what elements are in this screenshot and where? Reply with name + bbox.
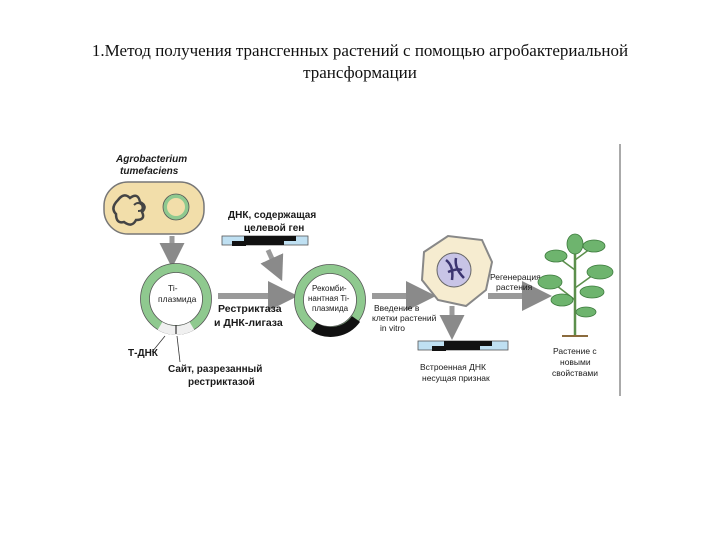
target-gene-dna	[221, 235, 309, 246]
bacterium-name-2: tumefaciens	[120, 166, 179, 177]
tdna-pointer	[151, 335, 166, 353]
agrobacterium-cell	[103, 181, 205, 235]
embedded-label-1: Встроенная ДНК	[420, 362, 486, 372]
embedded-dna	[417, 340, 509, 351]
result-label-1: Растение с	[553, 346, 597, 356]
regen-label-2: растения	[496, 282, 533, 292]
recombinant-plasmid	[294, 264, 366, 337]
plasmid-label-1: Ti-	[168, 283, 178, 293]
result-label-2: новыми	[560, 357, 591, 367]
enzymes-label-2: и ДНК-лигаза	[214, 317, 283, 329]
ti-plasmid	[140, 263, 212, 335]
dna-label-2: целевой ген	[244, 223, 304, 234]
chromosome	[445, 257, 465, 281]
recomb-label-1: Рекомби-	[312, 284, 347, 293]
site-pointer	[176, 335, 181, 363]
embedded-label-2: несущая признак	[422, 373, 490, 383]
slide-title: 1.Метод получения трансгенных растений с…	[20, 40, 700, 84]
bacterium-name-1: Agrobacterium	[115, 154, 187, 165]
result-label-3: свойствами	[552, 368, 598, 378]
recomb-label-3: плазмида	[312, 304, 349, 313]
dna-label-1: ДНК, содержащая	[228, 210, 316, 221]
recomb-label-2: нантная Ti-	[308, 294, 350, 303]
tdna-label: Т-ДНК	[128, 348, 159, 359]
site-label-1: Сайт, разрезанный	[168, 364, 262, 375]
title-line-2: трансформации	[303, 63, 417, 82]
site-label-2: рестриктазой	[188, 377, 255, 388]
regen-label-1: Регенерация	[490, 272, 541, 282]
intro-label-3: in vitro	[380, 323, 405, 333]
plant-cell	[420, 234, 494, 308]
inserted-gene-segment	[311, 315, 361, 337]
intro-label-1: Введение в	[374, 303, 420, 313]
plasmid-label-2: плазмида	[158, 294, 197, 304]
transgenic-plant	[537, 233, 614, 337]
intro-label-2: клетки растений	[372, 313, 437, 323]
enzymes-label-1: Рестриктаза	[218, 303, 282, 315]
arrow-gene-into-plasmid	[260, 248, 284, 282]
title-line-1: 1.Метод получения трансгенных растений с…	[91, 41, 629, 60]
